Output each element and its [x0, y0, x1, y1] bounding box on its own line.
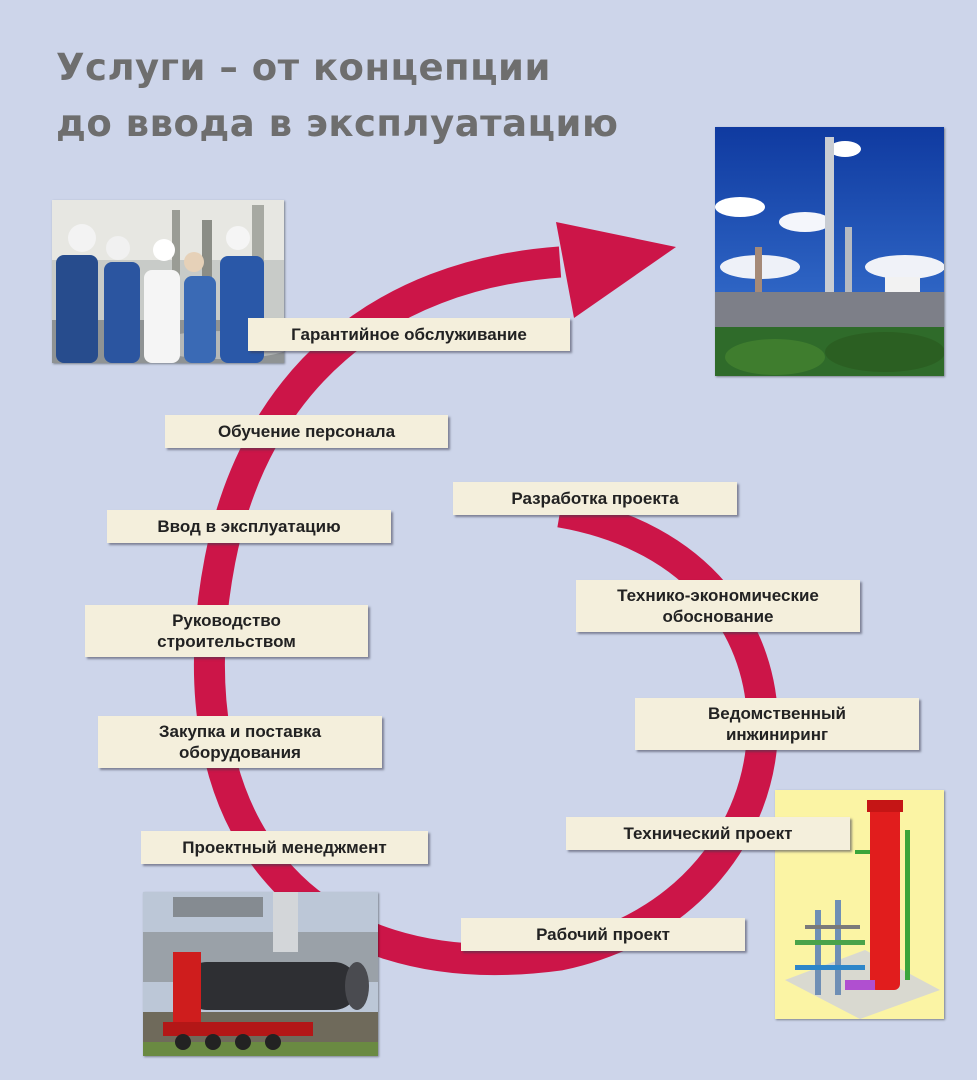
workers-photo	[52, 200, 284, 363]
label-commissioning: Ввод в эксплуатацию	[107, 510, 391, 543]
label-feasibility: Технико-экономические обоснование	[576, 580, 860, 632]
label-construction-line-2: строительством	[157, 632, 296, 651]
label-construction: Руководство строительством	[85, 605, 368, 657]
label-training: Обучение персонала	[165, 415, 448, 448]
label-working-project-text: Рабочий проект	[536, 925, 670, 944]
label-feasibility-line-2: обоснование	[662, 607, 774, 626]
label-commissioning-text: Ввод в эксплуатацию	[157, 517, 341, 536]
label-training-text: Обучение персонала	[217, 422, 396, 441]
cycle-arrow-head	[556, 222, 676, 318]
label-construction-line-1: Руководство	[172, 611, 281, 630]
label-warranty: Гарантийное обслуживание	[248, 318, 570, 351]
label-project-management: Проектный менеджмент	[141, 831, 428, 864]
label-procurement-line-2: оборудования	[179, 743, 301, 762]
label-development: Разработка проекта	[453, 482, 737, 515]
label-project-management-text: Проектный менеджмент	[182, 838, 387, 857]
label-procurement-line-1: Закупка и поставка	[158, 722, 322, 741]
label-warranty-text: Гарантийное обслуживание	[291, 325, 527, 344]
label-technical-project-text: Технический проект	[623, 824, 793, 843]
label-feasibility-line-1: Технико-экономические	[617, 586, 819, 605]
title-line-2: до ввода в эксплуатацию	[56, 102, 619, 145]
label-engineering: Ведомственный инжиниринг	[635, 698, 919, 750]
label-engineering-line-2: инжиниринг	[725, 725, 829, 744]
page-title: Услуги – от концепции до ввода в эксплуа…	[56, 40, 618, 152]
label-working-project: Рабочий проект	[461, 918, 745, 951]
title-line-1: Услуги – от концепции	[56, 46, 551, 89]
label-engineering-line-1: Ведомственный	[707, 704, 846, 723]
label-technical-project: Технический проект	[566, 817, 850, 850]
refinery-photo	[715, 127, 944, 376]
label-procurement: Закупка и поставка оборудования	[98, 716, 382, 768]
pipe-transport-photo	[143, 892, 378, 1056]
label-development-text: Разработка проекта	[511, 489, 679, 508]
